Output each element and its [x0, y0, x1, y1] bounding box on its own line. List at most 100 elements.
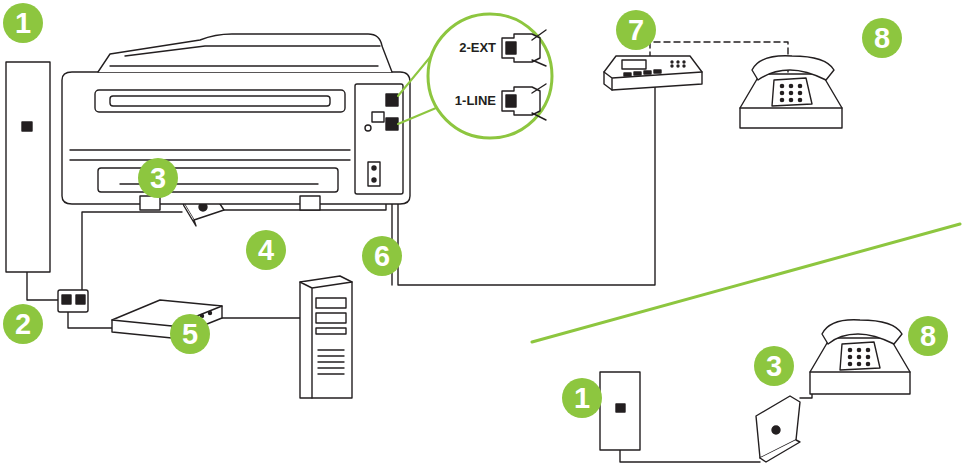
answering-machine-part-part: [624, 73, 631, 76]
printer-part: [365, 125, 371, 131]
telephone-part-part: [780, 98, 783, 101]
port-zoom-part-part: [532, 30, 546, 66]
phone-wire-part: [68, 312, 112, 328]
telephone-part-part: [857, 362, 860, 365]
telephone-part-part: [857, 355, 860, 358]
printer-part: [140, 196, 160, 210]
dsl-filter-part: [772, 426, 780, 434]
computer-tower-part: [316, 313, 346, 323]
phone-wire-part: [620, 412, 760, 462]
telephone-part: [810, 371, 910, 372]
telephone-part-part: [848, 362, 851, 365]
answering-machine-part: [604, 56, 702, 90]
telephone-part-part: [848, 355, 851, 358]
wall-jack-part: [6, 62, 50, 272]
splitter-part: [58, 290, 88, 312]
answering-machine: [604, 56, 702, 90]
wall-jack-part: [616, 404, 625, 412]
telephone-part-part: [798, 98, 801, 101]
telephone-part-part: [798, 84, 801, 87]
telephone-part: [740, 107, 842, 108]
callout-number: 4: [246, 230, 286, 270]
phone-wire-part: [394, 82, 655, 285]
wall-jack: [6, 62, 50, 272]
telephone-part-part: [789, 98, 792, 101]
callout-number: 2: [3, 304, 43, 344]
telephone-part-part: [789, 91, 792, 94]
callout-number: 1: [3, 3, 43, 43]
telephone-part: [822, 320, 902, 344]
printer-part: [95, 90, 345, 112]
answering-machine-part-part: [634, 72, 641, 75]
port-label: 1-LINE: [455, 93, 496, 108]
callout-number: 7: [616, 10, 656, 50]
computer-tower-part: [300, 282, 352, 398]
telephone-part: [848, 348, 869, 365]
computer-tower: [300, 276, 352, 398]
callout-number: 5: [170, 314, 210, 354]
printer-part: [386, 94, 398, 106]
telephone: [740, 56, 842, 128]
answering-machine-part-part: [683, 65, 685, 67]
printer-part: [372, 178, 376, 182]
printer-part: [98, 34, 392, 72]
answering-machine-part: [671, 61, 685, 67]
dsl-filter-part: [756, 396, 800, 458]
telephone-part: [772, 78, 812, 106]
port-zoom-part: [428, 14, 552, 138]
printer-part: [98, 168, 338, 192]
callout-number: 3: [138, 158, 178, 198]
printer-part: [386, 118, 398, 130]
dsl-filter-part: [760, 440, 800, 462]
answering-machine-part-part: [683, 61, 685, 63]
wall-jack: [600, 372, 640, 450]
answering-machine-part-part: [654, 70, 661, 73]
modem-part-part: [209, 312, 212, 315]
dsl-filter: [756, 396, 800, 462]
port-zoom-part-part: [506, 42, 516, 54]
telephone-part: [740, 74, 842, 128]
splitter-part: [76, 295, 85, 304]
telephone-part: [780, 84, 801, 101]
computer-tower-part: [316, 328, 346, 334]
port-zoom-part: [502, 30, 546, 120]
answering-machine-part: [624, 70, 661, 76]
telephone-part: [840, 342, 880, 370]
telephone-part: [752, 56, 834, 80]
answering-machine-part: [604, 72, 702, 90]
callout-number: 8: [862, 18, 902, 58]
wall-jack-part: [22, 122, 32, 131]
divider-line: [532, 224, 960, 342]
answering-machine-part: [622, 60, 646, 69]
printer-part: [300, 196, 320, 210]
phone-wire-part: [82, 212, 182, 297]
answering-machine-part-part: [671, 65, 673, 67]
printer-part: [355, 84, 403, 194]
telephone-part-part: [866, 355, 869, 358]
wall-jack-part: [600, 372, 640, 450]
callout-number: 1: [562, 378, 602, 418]
port-label: 2-EXT: [459, 40, 496, 55]
splitter-part: [62, 295, 71, 304]
printer: [62, 34, 410, 210]
port-zoom: [398, 14, 552, 138]
telephone-part-part: [780, 84, 783, 87]
callout-number: 8: [908, 316, 948, 356]
printer-part: [110, 96, 330, 106]
answering-machine-part-part: [671, 61, 673, 63]
callout-number: 3: [754, 346, 794, 386]
printer-part: [372, 112, 384, 122]
computer-tower-part: [318, 350, 344, 374]
telephone-part: [810, 338, 910, 394]
telephone-part-part: [780, 91, 783, 94]
telephone-part-part: [848, 348, 851, 351]
telephone-part-part: [789, 84, 792, 87]
phone-wire-part: [220, 317, 300, 318]
answering-machine-part-part: [677, 65, 679, 67]
printer-part: [62, 72, 410, 204]
telephone-part-part: [798, 91, 801, 94]
telephone: [810, 320, 910, 394]
answering-machine-part-part: [644, 71, 651, 74]
answering-machine-part-part: [677, 61, 679, 63]
